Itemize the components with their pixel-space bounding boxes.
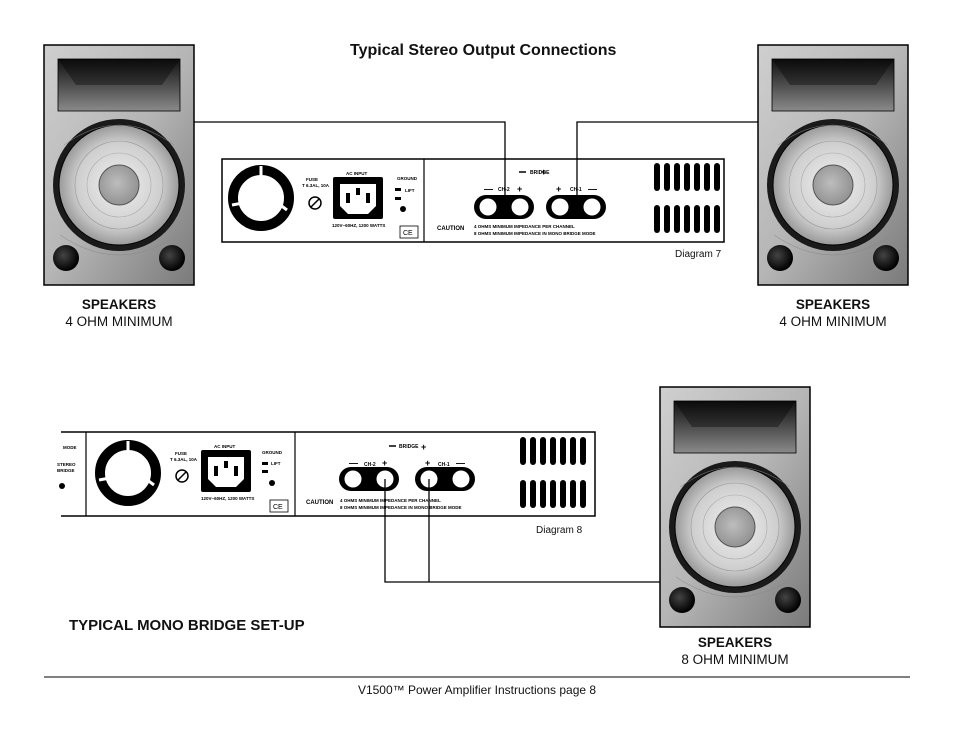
svg-text:+: + [421,442,426,452]
speaker-diagram8 [659,386,811,628]
speaker-left-diagram7 [43,44,195,286]
speaker-wires-diagram7 [194,121,758,200]
ac-rating-d8: 120V~60HZ, 1200 WATTS [201,496,254,501]
svg-text:+: + [382,458,387,468]
diagram7-label: Diagram 7 [675,249,722,260]
diagram8-label: Diagram 8 [536,525,583,536]
speaker-right-diagram7 [757,44,909,286]
speaker-left-spec: 4 OHM MINIMUM [65,314,173,329]
ground-label-d8: GROUND [262,450,283,455]
ch2-label: CH-2 [498,187,510,193]
svg-text:+: + [541,167,546,177]
speaker-mono-heading: SPEAKERS [697,635,773,650]
mode-label: MODE [63,445,77,450]
ch1-label-d8: CH-1 [438,462,450,468]
svg-text:—: — [484,184,493,194]
caution-line2-d8: 8 OHMS MINIMUM IMPEDANCE IN MONO BRIDGE … [340,505,462,510]
speaker-right-spec: 4 OHM MINIMUM [779,314,887,329]
speaker-right-heading: SPEAKERS [795,297,871,312]
diagram7-title: Typical Stereo Output Connections [350,42,617,59]
ground-label: GROUND [397,176,418,181]
ac-input-label-d8: AC INPUT [214,444,236,449]
caution-label-d8: CAUTION [306,500,333,506]
fuse-rating-d8: T 6.3AL, 10A [170,457,198,462]
ac-rating: 120V~60HZ, 1200 WATTS [332,223,385,228]
amp-rear-panel-diagram7 [221,158,725,243]
svg-text:+: + [517,184,522,194]
fuse-label-d8: FUSE [175,451,187,456]
lift-label-d8: LIFT [271,461,281,466]
caution-label: CAUTION [437,226,464,232]
ch1-label: CH-1 [570,187,582,193]
lift-label: LIFT [405,188,415,193]
svg-text:+: + [425,458,430,468]
speaker-right-caption: SPEAKERS 4 OHM MINIMUM [758,296,908,330]
terminal-polarity-marks: — + + — + — + + — + [349,167,597,468]
ch2-label-d8: CH-2 [364,462,376,468]
amp-rear-panel-diagram8 [59,431,596,517]
speaker-left-caption: SPEAKERS 4 OHM MINIMUM [44,296,194,330]
caution-line1: 4 OHMS MINIMUM IMPEDANCE PER CHANNEL [474,224,575,229]
ce-mark-d8: CE [273,504,283,511]
speaker-mono-caption: SPEAKERS 8 OHM MINIMUM [660,634,810,668]
svg-text:—: — [456,458,465,468]
fuse-rating: T 6.3AL, 10A [302,183,330,188]
ce-mark: CE [403,230,413,237]
bridge-mode-label: BRIDGE [57,468,75,473]
speaker-mono-spec: 8 OHM MINIMUM [681,652,789,667]
speaker-wires-diagram8 [384,479,660,583]
stereo-label: STEREO [57,462,76,467]
svg-text:+: + [556,184,561,194]
bridge-label: BRIDGE [530,170,550,176]
caution-line1-d8: 4 OHMS MINIMUM IMPEDANCE PER CHANNEL [340,498,441,503]
footer-text: V1500™ Power Amplifier Instructions page… [357,683,597,697]
speaker-left-heading: SPEAKERS [81,297,157,312]
svg-text:—: — [349,458,358,468]
diagram8-title: TYPICAL MONO BRIDGE SET-UP [69,617,305,634]
bridge-label-d8: BRIDGE [399,444,419,450]
caution-line2: 8 OHMS MINIMUM IMPEDANCE IN MONO BRIDGE … [474,231,596,236]
ac-input-label: AC INPUT [346,171,368,176]
svg-text:—: — [588,184,597,194]
fuse-label: FUSE [306,177,318,182]
